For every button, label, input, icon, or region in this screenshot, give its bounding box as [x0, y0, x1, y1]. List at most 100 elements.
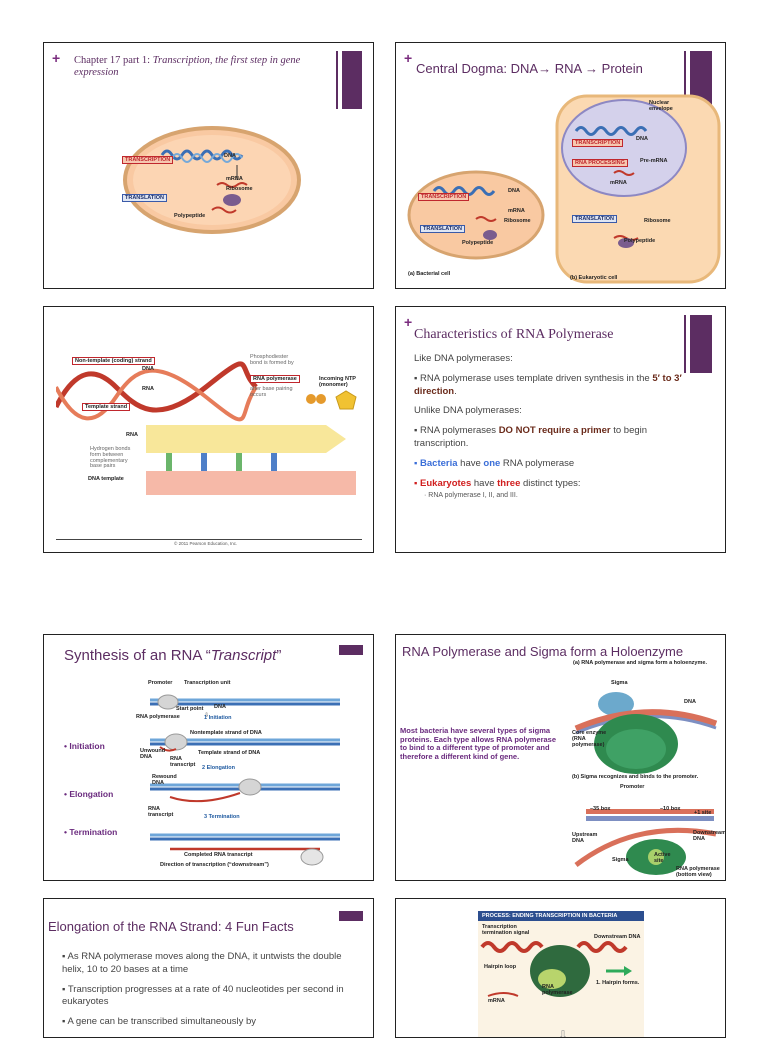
caption-bacterial: (a) Bacterial cell: [408, 271, 451, 277]
label-active-site: Active site: [654, 852, 671, 864]
label-sigma-2: Sigma: [612, 857, 629, 863]
slide-3[interactable]: Non-template (coding) strand DNA RNA Tem…: [43, 306, 374, 553]
accent-bar: [690, 51, 712, 109]
label-transcription: TRANSCRIPTION: [122, 156, 174, 164]
label-dna: DNA: [684, 699, 696, 705]
label-transcription-bac: TRANSCRIPTION: [418, 193, 470, 201]
slide-7[interactable]: Elongation of the RNA Strand: 4 Fun Fact…: [43, 898, 374, 1038]
caption-eukaryotic: (b) Eukaryotic cell: [570, 275, 618, 281]
label-non-template: Non-template (coding) strand: [72, 357, 155, 365]
slide-1[interactable]: + Chapter 17 part 1: Transcription, the …: [43, 42, 374, 289]
label-step1: 1. Hairpin forms.: [596, 980, 640, 986]
caption-a: (a) RNA polymerase and sigma form a holo…: [573, 660, 707, 666]
label-upstream: Upstream DNA: [572, 832, 598, 844]
svg-text:⇩: ⇩: [558, 1028, 568, 1038]
label-ribosome-bac: Ribosome: [504, 218, 531, 224]
label-termination-signal: Transcription termination signal: [482, 924, 530, 936]
body-text: Most bacteria have several types of sigm…: [400, 726, 557, 761]
label-rewound: Rewound DNA: [152, 774, 177, 786]
slide-8[interactable]: PROCESS: ENDING TRANSCRIPTION IN BACTERI…: [395, 898, 726, 1038]
label-step3: 3 Termination: [204, 814, 240, 820]
label-rna: RNA: [142, 386, 154, 392]
label-mrna: mRNA: [226, 176, 243, 182]
label-dna: DNA: [224, 153, 236, 159]
label-rna-transcript: RNA transcript: [170, 756, 196, 768]
footer-copyright: © 2011 Pearson Education, Inc.: [174, 541, 238, 546]
label-elongation: • Elongation: [64, 789, 114, 799]
slide-4[interactable]: + Characteristics of RNA Polymerase Like…: [395, 306, 726, 553]
label-direction: Direction of transcription (“downstream”…: [160, 862, 269, 868]
label-downstream: Downstream DNA: [693, 830, 726, 842]
plus-bullet: +: [52, 50, 61, 66]
svg-text:⇩: ⇩: [204, 712, 209, 719]
label-dna: DNA: [214, 704, 226, 710]
label-ribosome: Ribosome: [226, 186, 253, 192]
label-mrna: mRNA: [488, 998, 505, 1004]
slide-2[interactable]: + Central Dogma: DNA→ RNA → Protein Nucl…: [395, 42, 726, 289]
slide-title: Chapter 17 part 1: Transcription, the fi…: [74, 55, 329, 79]
label-phosphodiester: Phosphodiester bond is formed by: [250, 354, 294, 366]
label-after-base: after base pairing occurs: [250, 386, 293, 398]
fact-1: ▪ As RNA polymerase moves along the DNA,…: [62, 951, 342, 975]
label-template: Template strand of DNA: [198, 750, 261, 756]
rna-synthesis-diagram: [56, 361, 357, 495]
bullet-3: ▪ Bacteria have one RNA polymerase: [414, 457, 575, 469]
label-rnap-bottom: RNA polymerase (bottom view): [676, 866, 720, 878]
plus-bullet: +: [404, 314, 413, 330]
title-prefix: Chapter 17 part 1:: [74, 55, 153, 66]
accent-bar: [339, 911, 363, 921]
label-ribosome-euk: Ribosome: [644, 218, 671, 224]
fact-3: ▪ A gene can be transcribed simultaneous…: [62, 1016, 257, 1028]
label-rna-polymerase: RNA polymerase: [136, 714, 180, 720]
label-dna: DNA: [142, 366, 154, 372]
label-nuclear-envelope: Nuclear envelope: [649, 100, 673, 112]
transcription-stages-diagram: ⇩: [150, 694, 340, 866]
content-body: Like DNA polymerases: ▪ RNA polymerase u…: [414, 353, 684, 500]
label-template-strand: Template strand: [82, 403, 131, 411]
sub-bullet: · RNA polymerase I, II, and III.: [424, 491, 518, 499]
slide-title: Synthesis of an RNA “Transcript”: [64, 647, 282, 664]
label-incoming-ntp: Incoming NTP (monomer): [319, 376, 356, 388]
label-hairpin: Hairpin loop: [484, 964, 517, 970]
label-start-point: Start point: [176, 706, 204, 712]
label-step1: 1 Initiation: [204, 715, 232, 721]
accent-line: [336, 51, 338, 109]
accent-bar: [339, 645, 363, 655]
label-rna-row: RNA: [126, 432, 138, 438]
title-italic: Transcription, the first step in gene ex…: [74, 55, 301, 79]
accent-bar: [690, 315, 712, 373]
bullet-1: ▪ RNA polymerase uses template driven sy…: [414, 372, 682, 397]
label-plus1: +1 site: [694, 810, 712, 816]
label-box10: –10 box: [660, 806, 681, 812]
holoenzyme-diagram: [574, 692, 718, 875]
label-rna-polymerase: RNA polymerase: [250, 375, 300, 383]
slide-5[interactable]: Synthesis of an RNA “Transcript” • Initi…: [43, 634, 374, 881]
label-polypeptide-bac: Polypeptide: [462, 240, 494, 246]
label-translation: TRANSLATION: [122, 194, 168, 202]
accent-line: [684, 315, 686, 373]
eukaryotic-cell-diagram: [555, 94, 721, 284]
content-body: ▪ As RNA polymerase moves along the DNA,…: [62, 951, 347, 1036]
bullet-4: ▪ Eukaryotes have three distinct types:: [414, 477, 581, 489]
label-polypeptide: Polypeptide: [174, 213, 206, 219]
label-transcription-euk: TRANSCRIPTION: [572, 139, 624, 147]
label-rna-transcript-2: RNA transcript: [148, 806, 174, 818]
slide-title: Elongation of the RNA Strand: 4 Fun Fact…: [48, 919, 294, 934]
label-rna-processing: RNA PROCESSING: [572, 159, 628, 167]
label-translation-euk: TRANSLATION: [572, 215, 618, 223]
slide-6[interactable]: RNA Polymerase and Sigma form a Holoenzy…: [395, 634, 726, 881]
label-promoter: Promoter: [148, 680, 173, 686]
label-unwound: Unwound DNA: [140, 748, 166, 760]
label-core: Core enzyme (RNA polymerase): [572, 730, 607, 748]
bacterial-cell-diagram: [123, 126, 301, 234]
label-step2: 2 Elongation: [202, 765, 235, 771]
slide-title: RNA Polymerase and Sigma form a Holoenzy…: [402, 644, 684, 659]
label-completed: Completed RNA transcript: [184, 852, 253, 858]
label-promoter: Promoter: [620, 784, 645, 790]
caption-b: (b) Sigma recognizes and binds to the pr…: [572, 774, 699, 780]
unlike-heading: Unlike DNA polymerases:: [414, 405, 522, 417]
accent-line: [684, 51, 686, 109]
label-nontemplate: Nontemplate strand of DNA: [190, 730, 262, 736]
label-termination: • Termination: [64, 827, 118, 837]
label-sigma: Sigma: [611, 680, 628, 686]
